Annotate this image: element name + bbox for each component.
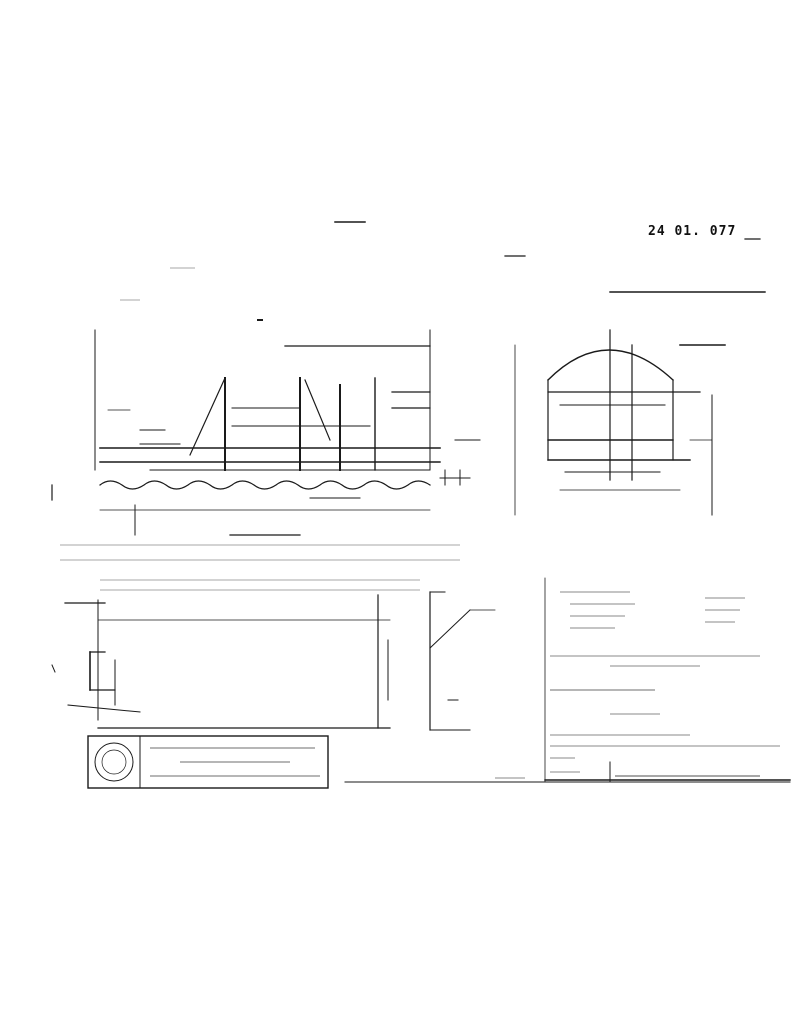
title-block — [344, 577, 791, 783]
plan-view — [51, 579, 496, 731]
end-view — [454, 329, 726, 516]
top-edge-marks — [120, 221, 761, 321]
approval-stamp — [87, 735, 329, 789]
side-elevation-view — [51, 329, 471, 561]
drawing-number: 24 01. 077 — [648, 224, 737, 239]
